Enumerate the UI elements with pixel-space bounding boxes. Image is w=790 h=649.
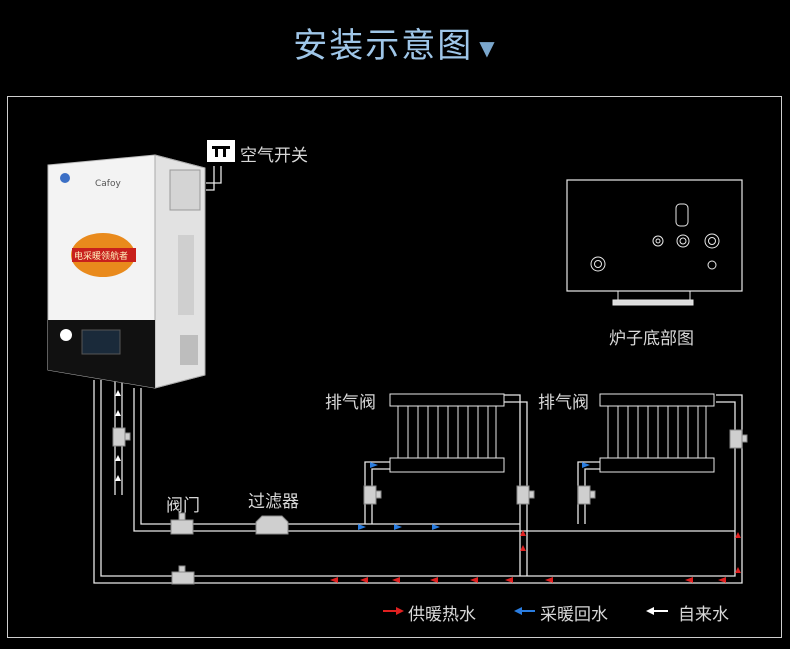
tap-water-arrows (115, 390, 121, 481)
legend-return-water: 采暖回水 (540, 605, 608, 625)
pipe-valves (112, 427, 748, 585)
hot-water-arrows (330, 530, 741, 583)
legend-tap-water: 自来水 (678, 605, 729, 625)
boiler-badge: 电采暖领航者 (74, 250, 128, 262)
vent-valve-label-1: 排气阀 (325, 393, 376, 413)
furnace-bottom-view (566, 179, 743, 306)
boiler-unit (47, 154, 206, 389)
valve-label: 阀门 (166, 496, 200, 516)
air-switch-icon (207, 140, 235, 162)
boiler-brand: Cafoy (95, 179, 121, 189)
filter-label: 过滤器 (248, 492, 299, 512)
radiator-1 (389, 393, 505, 473)
vent-valve-label-2: 排气阀 (538, 393, 589, 413)
title-text: 安装示意图 (293, 26, 474, 66)
page-title: 安装示意图▼ (0, 18, 790, 67)
air-switch-label: 空气开关 (240, 146, 308, 166)
legend-arrows (383, 607, 668, 615)
legend-hot-water: 供暖热水 (408, 605, 476, 625)
radiator-2 (599, 393, 715, 473)
title-down-arrow-icon: ▼ (479, 35, 497, 60)
furnace-bottom-label: 炉子底部图 (609, 329, 694, 349)
diagram-frame (7, 96, 782, 638)
